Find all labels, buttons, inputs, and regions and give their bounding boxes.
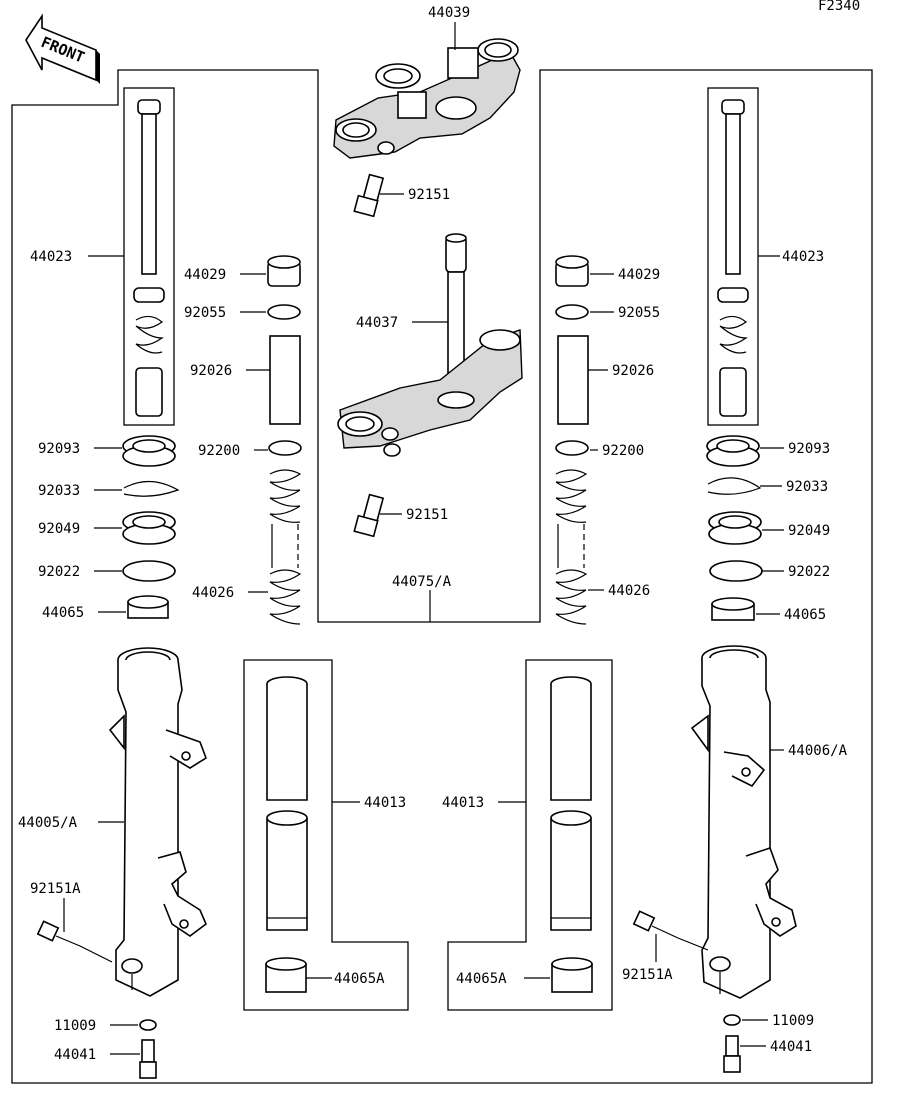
label-92055-right[interactable]: 92055 bbox=[618, 305, 660, 321]
figure-code: F2340 bbox=[818, 0, 860, 14]
steering-stem[interactable] bbox=[337, 233, 523, 457]
spring-44026-left[interactable] bbox=[269, 469, 302, 625]
collar-92026-left[interactable] bbox=[269, 335, 301, 425]
washer-92022-right[interactable] bbox=[709, 560, 763, 582]
bushing-44065-right[interactable] bbox=[711, 597, 755, 621]
label-92022-right[interactable]: 92022 bbox=[788, 564, 830, 580]
outer-tube-left[interactable] bbox=[108, 647, 207, 997]
label-44026-right[interactable]: 44026 bbox=[608, 583, 650, 599]
label-44041-right[interactable]: 44041 bbox=[770, 1039, 812, 1055]
label-92055-left[interactable]: 92055 bbox=[184, 305, 226, 321]
damper-rod-left[interactable] bbox=[133, 99, 165, 417]
bushing-92049-right[interactable] bbox=[708, 511, 762, 545]
bushing-44065A-left[interactable] bbox=[265, 957, 307, 993]
label-92033-right[interactable]: 92033 bbox=[786, 479, 828, 495]
label-44039[interactable]: 44039 bbox=[428, 5, 470, 21]
label-44013-right[interactable]: 44013 bbox=[442, 795, 484, 811]
inner-tube-box-right bbox=[447, 659, 613, 1011]
outer-tube-right[interactable] bbox=[690, 645, 797, 999]
washer-11009-left[interactable] bbox=[139, 1019, 157, 1031]
label-92151-mid[interactable]: 92151 bbox=[406, 507, 448, 523]
label-92026-right[interactable]: 92026 bbox=[612, 363, 654, 379]
bolt-44041-right[interactable] bbox=[723, 1035, 741, 1073]
label-44065A-left[interactable]: 44065A bbox=[334, 971, 385, 987]
bushing-44065A-right[interactable] bbox=[551, 957, 593, 993]
label-44065-left[interactable]: 44065 bbox=[42, 605, 84, 621]
label-92022-left[interactable]: 92022 bbox=[38, 564, 80, 580]
washer-92200-left[interactable] bbox=[268, 440, 302, 456]
label-92151-top[interactable]: 92151 bbox=[408, 187, 450, 203]
label-44005[interactable]: 44005/A bbox=[18, 815, 78, 831]
inner-tube-box-left bbox=[243, 659, 409, 1011]
bolt-92151-top[interactable] bbox=[353, 173, 385, 218]
inner-tube-left[interactable] bbox=[266, 676, 308, 931]
collar-92026-right[interactable] bbox=[557, 335, 589, 425]
label-44041-left[interactable]: 44041 bbox=[54, 1047, 96, 1063]
oring-92055-left[interactable] bbox=[267, 304, 301, 320]
cap-44029-right[interactable] bbox=[555, 255, 589, 287]
spring-44026-right[interactable] bbox=[555, 469, 588, 625]
circlip-right[interactable] bbox=[707, 477, 762, 495]
label-92026-left[interactable]: 92026 bbox=[190, 363, 232, 379]
inner-tube-right[interactable] bbox=[550, 676, 592, 931]
label-92151A-right[interactable]: 92151A bbox=[622, 967, 673, 983]
oring-92055-right[interactable] bbox=[555, 304, 589, 320]
label-44023-right[interactable]: 44023 bbox=[782, 249, 824, 265]
label-92093-right[interactable]: 92093 bbox=[788, 441, 830, 457]
bolt-92151A-right[interactable] bbox=[632, 910, 679, 939]
label-44065A-right[interactable]: 44065A bbox=[456, 971, 507, 987]
bushing-44065-left[interactable] bbox=[127, 595, 169, 619]
oil-seal-right[interactable] bbox=[706, 435, 760, 467]
damper-rod-right[interactable] bbox=[717, 99, 749, 417]
label-11009-right[interactable]: 11009 bbox=[772, 1013, 814, 1029]
label-44026-left[interactable]: 44026 bbox=[192, 585, 234, 601]
label-92200-right[interactable]: 92200 bbox=[602, 443, 644, 459]
label-44013-left[interactable]: 44013 bbox=[364, 795, 406, 811]
label-92200-left[interactable]: 92200 bbox=[198, 443, 240, 459]
label-92093-left[interactable]: 92093 bbox=[38, 441, 80, 457]
bushing-92049-left[interactable] bbox=[122, 511, 176, 545]
cap-44029-left[interactable] bbox=[267, 255, 301, 287]
label-44065-right[interactable]: 44065 bbox=[784, 607, 826, 623]
bolt-92151-mid[interactable] bbox=[353, 493, 385, 538]
oil-seal-left[interactable] bbox=[122, 435, 176, 467]
upper-bracket[interactable] bbox=[333, 38, 521, 159]
washer-11009-right[interactable] bbox=[723, 1014, 741, 1026]
label-44006[interactable]: 44006/A bbox=[788, 743, 848, 759]
label-92049-right[interactable]: 92049 bbox=[788, 523, 830, 539]
label-44029-right[interactable]: 44029 bbox=[618, 267, 660, 283]
label-92049-left[interactable]: 92049 bbox=[38, 521, 80, 537]
label-92033-left[interactable]: 92033 bbox=[38, 483, 80, 499]
label-44075[interactable]: 44075/A bbox=[392, 574, 452, 590]
washer-92200-right[interactable] bbox=[555, 440, 589, 456]
label-92151A-left[interactable]: 92151A bbox=[30, 881, 81, 897]
label-44023-left[interactable]: 44023 bbox=[30, 249, 72, 265]
bolt-44041-left[interactable] bbox=[139, 1039, 157, 1079]
washer-92022-left[interactable] bbox=[122, 560, 176, 582]
front-arrow-icon: FRONT bbox=[25, 13, 100, 84]
label-44037[interactable]: 44037 bbox=[356, 315, 398, 331]
circlip-left[interactable] bbox=[123, 480, 180, 497]
bolt-92151A-left[interactable] bbox=[36, 920, 81, 947]
assembly-frame bbox=[11, 69, 873, 1084]
label-44029-left[interactable]: 44029 bbox=[184, 267, 226, 283]
label-11009-left[interactable]: 11009 bbox=[54, 1018, 96, 1034]
